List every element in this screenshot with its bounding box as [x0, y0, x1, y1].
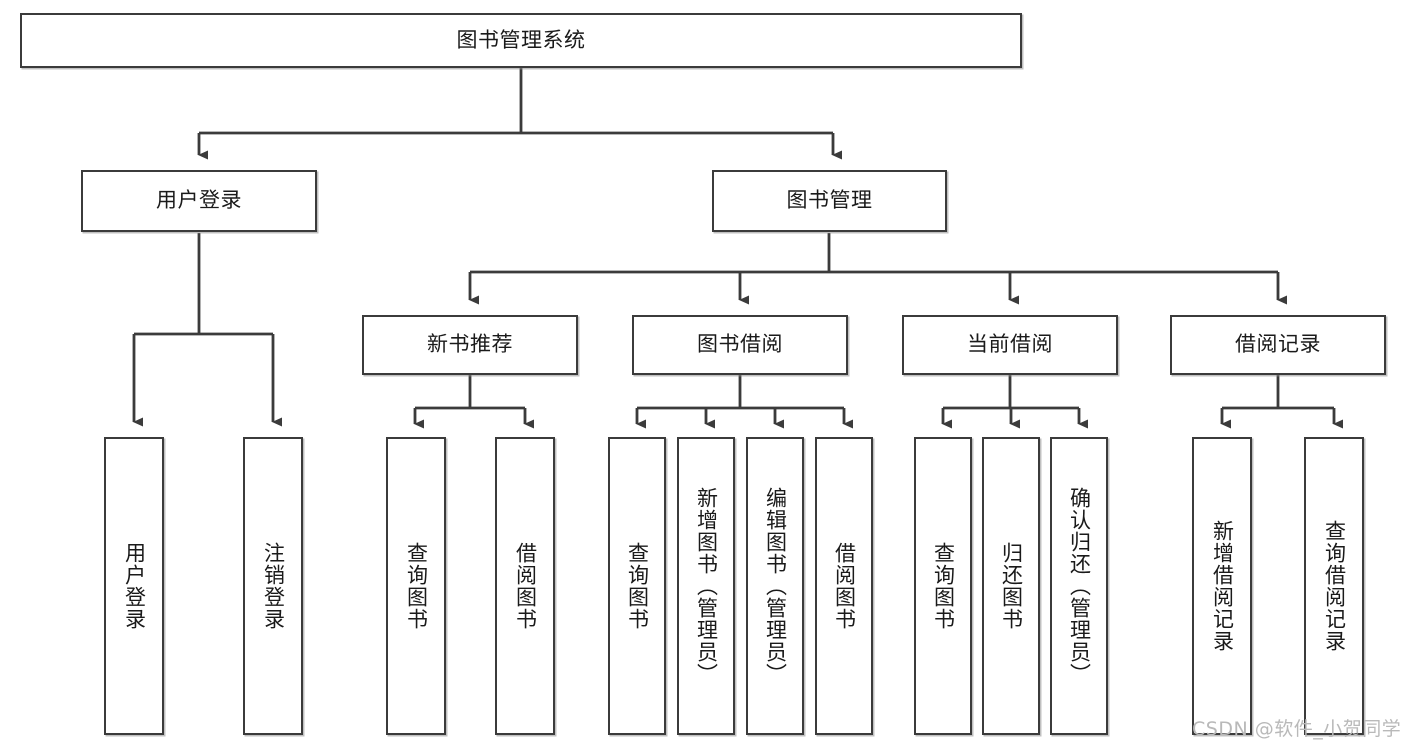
node-label: 借阅记录 [1235, 332, 1321, 357]
node-label: 查询图书 [931, 542, 956, 630]
node-leaf-add-borrow-record[interactable]: 新增借阅记录 [1192, 437, 1252, 735]
node-leaf-user-logout[interactable]: 注销登录 [243, 437, 303, 735]
node-leaf-query-borrow-record[interactable]: 查询借阅记录 [1304, 437, 1364, 735]
node-label: 查询借阅记录 [1322, 520, 1347, 652]
node-label: 新书推荐 [427, 332, 513, 357]
node-label: 注销登录 [261, 542, 286, 630]
node-label: 查询图书 [404, 542, 429, 630]
node-label: 用户登录 [122, 542, 147, 630]
node-leaf-edit-book-admin[interactable]: 编辑图书（管理员） [746, 437, 804, 735]
node-leaf-query-book-current[interactable]: 查询图书 [914, 437, 972, 735]
node-leaf-user-login[interactable]: 用户登录 [104, 437, 164, 735]
node-label: 图书管理 [786, 188, 873, 213]
node-label: 当前借阅 [967, 332, 1053, 357]
node-label: 查询图书 [625, 542, 650, 630]
node-user-login[interactable]: 用户登录 [81, 170, 317, 232]
node-label: 图书管理系统 [456, 27, 586, 52]
node-leaf-borrow-book-recommend[interactable]: 借阅图书 [495, 437, 555, 735]
node-label: 用户登录 [156, 188, 242, 213]
node-label: 归还图书 [999, 542, 1024, 630]
node-leaf-return-book[interactable]: 归还图书 [982, 437, 1040, 735]
node-leaf-query-book-borrow[interactable]: 查询图书 [608, 437, 666, 735]
node-label: 借阅图书 [513, 542, 538, 630]
node-label: 编辑图书（管理员） [763, 487, 788, 685]
node-leaf-add-book-admin[interactable]: 新增图书（管理员） [677, 437, 735, 735]
node-book-borrow[interactable]: 图书借阅 [632, 315, 848, 375]
node-label: 图书借阅 [697, 332, 783, 357]
node-root-book-management-system[interactable]: 图书管理系统 [20, 13, 1022, 68]
node-leaf-confirm-return-admin[interactable]: 确认归还（管理员） [1050, 437, 1108, 735]
node-book-management[interactable]: 图书管理 [712, 170, 947, 232]
node-current-borrow[interactable]: 当前借阅 [902, 315, 1118, 375]
node-leaf-lend-book[interactable]: 借阅图书 [815, 437, 873, 735]
node-borrow-record[interactable]: 借阅记录 [1170, 315, 1386, 375]
node-label: 新增借阅记录 [1210, 520, 1235, 652]
node-leaf-query-book-recommend[interactable]: 查询图书 [386, 437, 446, 735]
node-label: 借阅图书 [832, 542, 857, 630]
node-label: 确认归还（管理员） [1067, 487, 1092, 685]
node-label: 新增图书（管理员） [694, 487, 719, 685]
node-new-book-recommend[interactable]: 新书推荐 [362, 315, 578, 375]
